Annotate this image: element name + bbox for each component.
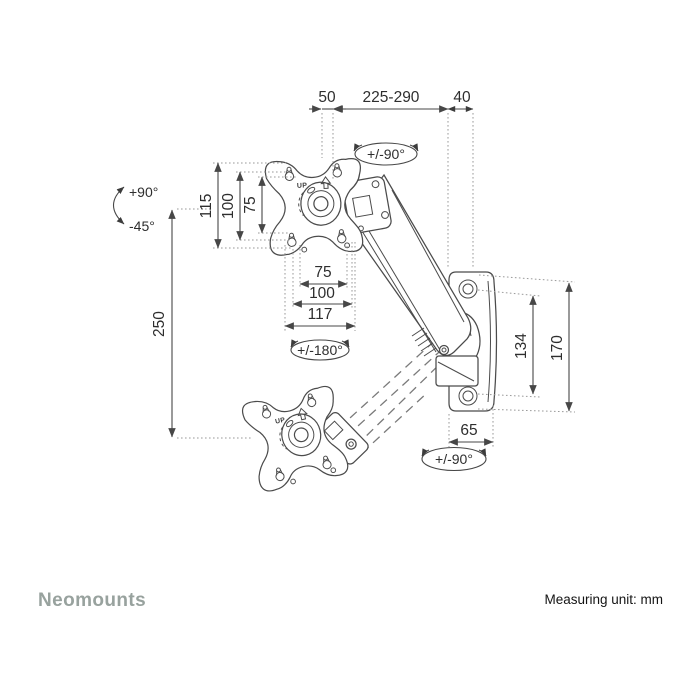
dimension-vesa-vertical: 115 100 75 — [198, 162, 266, 249]
dim-vesa-vert-75: 75 — [242, 196, 259, 213]
dim-wall-clearance: 40 — [453, 89, 471, 106]
dim-vesa-horiz-100: 100 — [309, 285, 335, 302]
angle-tilt: +90° -45° — [112, 184, 158, 234]
dim-wall-plate-height: 170 — [549, 335, 566, 361]
svg-text:+/-90°: +/-90° — [367, 146, 405, 162]
dim-extension-range: 225-290 — [363, 89, 420, 106]
wall-plate-hole-top — [458, 279, 478, 299]
dim-vesa-offset: 50 — [318, 89, 336, 106]
dim-wall-holes-distance: 134 — [513, 333, 530, 359]
arm-pivot-bolt — [438, 344, 450, 356]
dimension-height-adjustment: 250 — [151, 209, 176, 438]
brand-logo-text: Neomounts — [38, 590, 146, 611]
arm-head-bracket — [342, 176, 392, 234]
dim-vesa-horiz-75: 75 — [314, 264, 331, 281]
extension-lines — [177, 113, 576, 447]
angle-plate-rotation: +/-180° — [290, 339, 350, 361]
angle-tilt-up: +90° — [129, 184, 158, 200]
arm-lowered-dashed — [338, 334, 450, 454]
arm-raised — [342, 173, 472, 357]
angle-tilt-down: -45° — [129, 218, 155, 234]
dimension-vesa-horizontal: 75 100 117 — [284, 264, 356, 330]
lower-plate-clamp — [316, 412, 369, 465]
angle-arm-top-swivel: +/-90° — [353, 142, 419, 166]
dim-wall-plate-width: 65 — [460, 422, 477, 439]
dimension-wall-plate: 134 170 65 — [448, 282, 573, 446]
gas-spring-coil — [411, 327, 437, 357]
dim-height-adjustment: 250 — [151, 311, 168, 337]
svg-text:+/-180°: +/-180° — [297, 342, 343, 358]
dimension-top-chain: 50 225-290 40 — [309, 89, 474, 113]
dim-plate-height: 115 — [198, 194, 215, 219]
dim-plate-width: 117 — [308, 306, 333, 323]
svg-text:+/-90°: +/-90° — [435, 451, 473, 467]
dim-vesa-vert-100: 100 — [220, 193, 237, 219]
measuring-unit-note: Measuring unit: mm — [544, 592, 663, 607]
swivel-housing — [435, 355, 479, 387]
angle-arm-bottom-swivel: +/-90° — [421, 446, 487, 472]
wall-plate-hole-bottom — [458, 386, 478, 406]
